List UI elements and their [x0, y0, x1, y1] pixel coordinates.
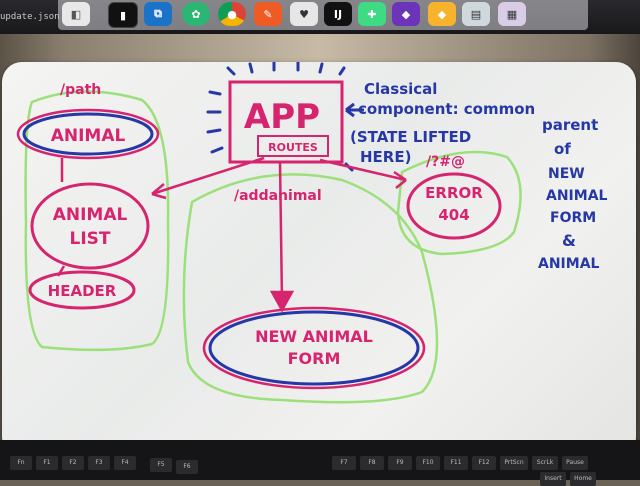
- key[interactable]: F1: [36, 456, 58, 470]
- mysql-icon[interactable]: ✎: [254, 2, 282, 26]
- annotation-line: &: [562, 231, 576, 250]
- annotation-line: ANIMAL: [538, 256, 600, 272]
- new-animal-form-label-2: FORM: [288, 349, 341, 368]
- key[interactable]: F11: [444, 456, 468, 470]
- error-node-label-2: 404: [438, 206, 469, 224]
- key[interactable]: F9: [388, 456, 412, 470]
- animal-list-node-label-1: ANIMAL: [53, 205, 128, 225]
- addanimal-route-label: /addanimal: [234, 188, 322, 204]
- annotation-line: Classical: [364, 80, 437, 98]
- green-region-center: [182, 173, 439, 404]
- finder-icon[interactable]: ◧: [62, 2, 90, 26]
- green-region-left: [24, 90, 170, 352]
- app-label: APP: [244, 97, 320, 137]
- key[interactable]: F2: [62, 456, 84, 470]
- new-animal-form-label-1: NEW ANIMAL: [255, 327, 373, 346]
- key[interactable]: F10: [416, 456, 440, 470]
- key[interactable]: F3: [88, 456, 110, 470]
- annotation-line: FORM: [550, 210, 596, 226]
- animal-node-label: ANIMAL: [51, 126, 126, 146]
- annotation-line: ANIMAL: [546, 188, 608, 204]
- error-node-label-1: ERROR: [425, 184, 483, 202]
- annotation-line: HERE): [360, 148, 411, 166]
- key[interactable]: F12: [472, 456, 496, 470]
- preview-icon[interactable]: ▤: [462, 2, 490, 26]
- animal-node-outline-blue: [22, 112, 154, 156]
- new-animal-form-outline-blue: [208, 310, 420, 386]
- key[interactable]: F7: [332, 456, 356, 470]
- key[interactable]: Home: [570, 472, 596, 486]
- key[interactable]: ScrLk: [532, 456, 558, 470]
- annotation-text: Classical component: common (STATE LIFTE…: [350, 80, 608, 272]
- key[interactable]: PrtScn: [500, 456, 528, 470]
- key[interactable]: F4: [114, 456, 136, 470]
- key[interactable]: F8: [360, 456, 384, 470]
- animal-node-outline-pink: [16, 108, 160, 160]
- intellij-icon[interactable]: ♥: [290, 2, 318, 26]
- green-region-right: [396, 150, 522, 256]
- error-route-label: /?#@: [426, 154, 465, 170]
- trash-icon[interactable]: ▦: [498, 2, 526, 26]
- key[interactable]: F5: [150, 458, 172, 472]
- chrome-icon[interactable]: ●: [218, 2, 246, 26]
- key[interactable]: Fn: [10, 456, 32, 470]
- path-route-label: /path: [60, 82, 101, 98]
- photos-icon[interactable]: ◆: [428, 2, 456, 26]
- route-arrows: [151, 156, 407, 313]
- vscode-icon[interactable]: ⧉: [144, 2, 172, 26]
- annotation-line: of: [554, 140, 571, 158]
- annotation-line: (STATE LIFTED: [350, 128, 471, 146]
- emphasis-rays: [206, 62, 354, 172]
- header-node-label: HEADER: [48, 282, 117, 300]
- keyboard: Fn F1 F2 F3 F4 F5 F6 F7 F8 F9 F10 F11 F1…: [0, 440, 640, 486]
- postman-icon[interactable]: ✿: [182, 2, 210, 26]
- error-node-outline: [406, 172, 502, 240]
- routes-box: [257, 135, 329, 157]
- terminal-icon[interactable]: ▮: [108, 2, 138, 28]
- header-node-outline: [28, 270, 136, 310]
- android-studio-icon[interactable]: IJ: [324, 2, 352, 26]
- animal-list-node-outline: [30, 182, 150, 270]
- whiteboard-drawing: APP ROUTES Classical component: common (…: [16, 62, 608, 404]
- annotation-line: parent: [542, 116, 598, 134]
- key[interactable]: Pause: [562, 456, 588, 470]
- whiteboard: APP ROUTES Classical component: common (…: [2, 62, 636, 457]
- new-animal-form-outline-pink: [202, 306, 426, 390]
- key[interactable]: F6: [176, 460, 198, 474]
- visual-studio-icon[interactable]: ✚: [358, 2, 386, 26]
- app-box: [228, 80, 344, 164]
- terminal-filename: update.json: [0, 12, 60, 22]
- dock-tray: ◧ ▮ ⧉ ✿ ● ✎ ♥ IJ ✚ ◆ ◆ ▤ ▦: [58, 0, 588, 30]
- key[interactable]: Insert: [540, 472, 566, 486]
- annotation-line: NEW: [548, 166, 585, 182]
- annotation-line: component: common: [358, 100, 535, 118]
- animal-list-node-label-2: LIST: [70, 229, 111, 249]
- routes-label: ROUTES: [268, 141, 318, 154]
- monitor-dock: update.json ◧ ▮ ⧉ ✿ ● ✎ ♥ IJ ✚ ◆ ◆ ▤ ▦: [0, 0, 640, 34]
- sketch-icon[interactable]: ◆: [392, 2, 420, 26]
